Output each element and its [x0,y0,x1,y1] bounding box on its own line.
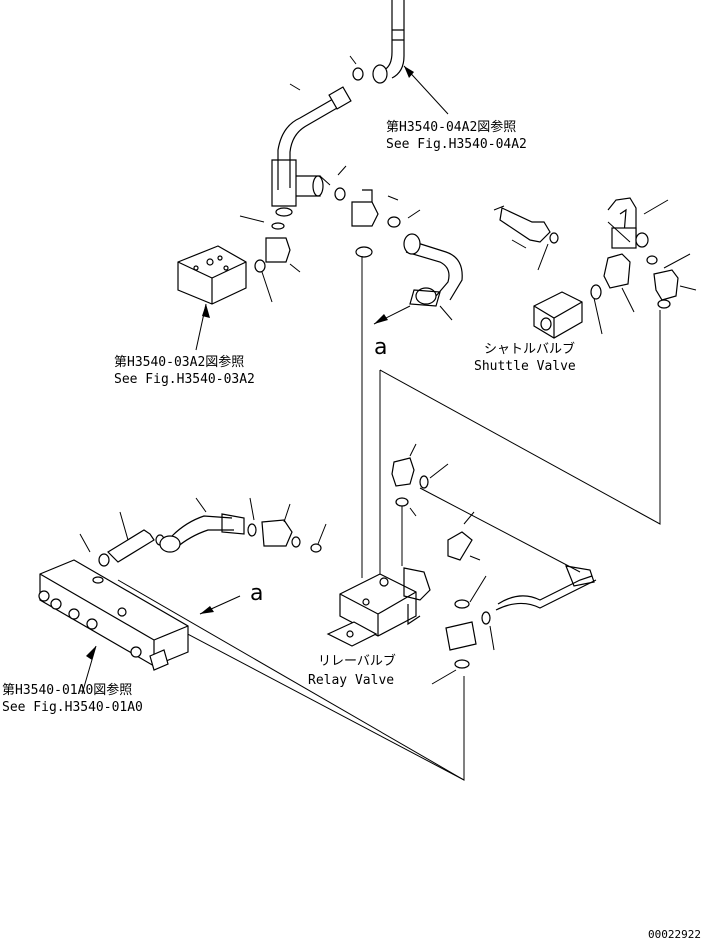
relay-valve-en: Relay Valve [308,673,394,688]
ref-01a0-en: See Fig.H3540-01A0 [2,700,143,715]
relay-valve-jp: リレーバルブ [318,653,396,669]
ref-03a2-en: See Fig.H3540-03A2 [114,372,255,387]
top-hose-assembly [239,0,421,273]
drawing-number: 00022922 [648,928,701,941]
o-ring-tee [334,187,346,201]
manifold-block-03a2 [177,245,247,305]
ref-04a2-en: See Fig.H3540-04A2 [386,137,527,152]
left-fittings [79,497,327,567]
shuttle-valve-jp: シャトルバルブ [484,341,575,357]
connection-lines [117,256,661,781]
manifold-block-01a0 [38,559,189,671]
curved-hose-a [355,233,463,325]
ref-03a2-jp: 第H3540-03A2図参照 [114,354,244,370]
ref-04a2-jp: 第H3540-04A2図参照 [386,119,516,135]
shuttle-valve-en: Shuttle Valve [474,359,576,374]
relay-valve-assembly [326,443,597,685]
callout-a-top: a [374,335,387,360]
shuttle-valve-assembly [493,197,697,339]
o-ring-top [352,67,364,81]
ref-01a0-jp: 第H3540-01A0図参照 [2,682,132,698]
callout-a-bottom: a [250,581,263,606]
